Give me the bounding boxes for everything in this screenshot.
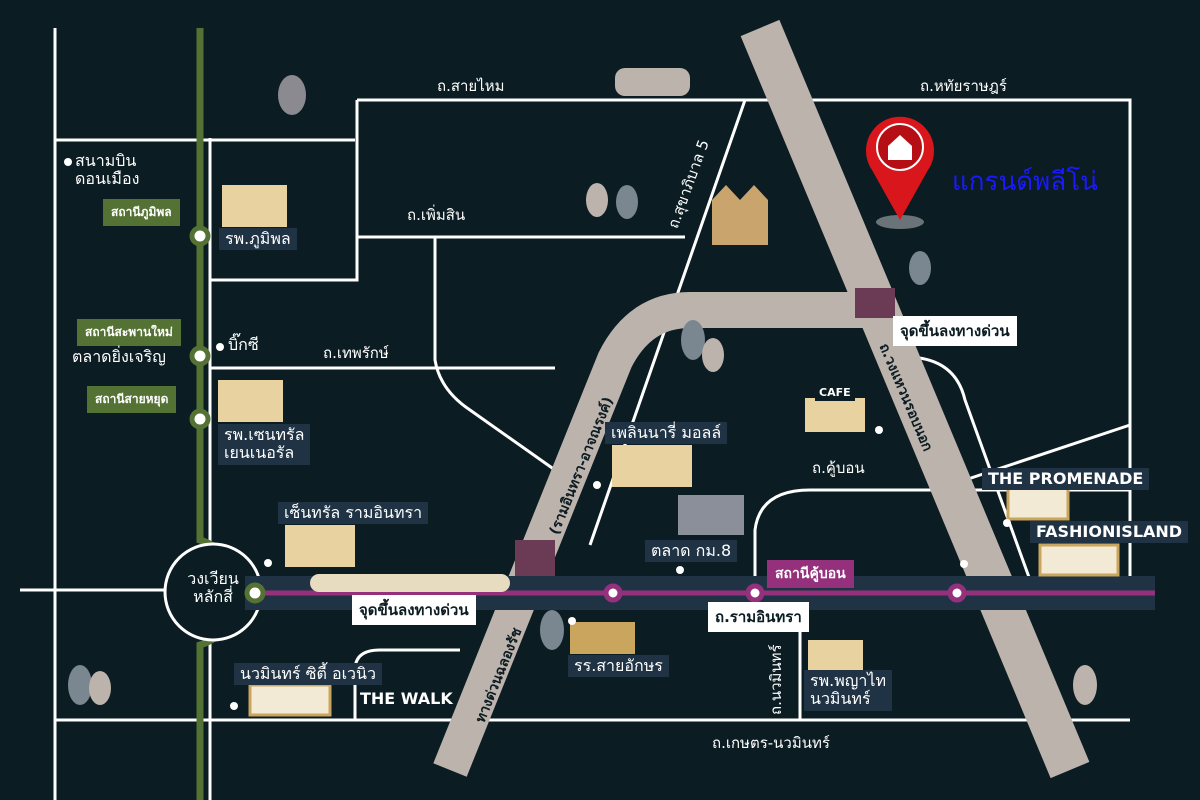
station-saphan-mai: สถานีสะพานใหม่ <box>77 319 181 346</box>
road-label-khubon: ถ.คู้บอน <box>812 459 865 477</box>
place-dot <box>1003 519 1011 527</box>
central-hospital-line2: เยนเนอรัล <box>224 443 295 463</box>
phraya-line2: นวมินทร์ <box>810 689 871 709</box>
place-dot <box>568 617 576 625</box>
roundabout-line2: หลักสี่ <box>193 587 233 607</box>
hospital-icon <box>808 640 863 670</box>
mall-icon <box>1006 483 1070 521</box>
place-central-hospital: รพ.เซนทรัลเยนเนอรัล <box>218 424 311 465</box>
place-dot <box>676 566 684 574</box>
place-promenade: THE PROMENADE <box>982 468 1150 491</box>
station-bhumibol: สถานีภูมิพล <box>103 199 180 226</box>
station-sai-yut: สถานีสายหยุด <box>87 386 177 413</box>
place-dot <box>593 481 601 489</box>
green-stations <box>189 225 266 604</box>
place-roundabout: วงเวียนหลักสี่ <box>175 569 251 607</box>
minor-roads <box>20 28 1132 800</box>
place-dot <box>64 158 72 166</box>
hospital-icon <box>218 380 283 422</box>
toll-gate-icon <box>855 288 895 318</box>
place-phraya-thai: รพ.พญาไทนวมินทร์ <box>804 670 892 711</box>
mall-icon <box>248 683 332 717</box>
project-location-pin-icon <box>866 116 935 229</box>
place-dot <box>960 560 968 568</box>
road-label-thepharak: ถ.เทพรักษ์ <box>323 344 389 362</box>
place-dot <box>264 559 272 567</box>
place-central-ramintra: เซ็นทรัล รามอินทรา <box>278 502 429 525</box>
place-bigc: บิ๊กซี <box>228 335 259 354</box>
road-label-kaset-nawamin: ถ.เกษตร-นวมินทร์ <box>712 734 830 752</box>
place-expressway-exit: จุดขึ้นลงทางด่วน <box>352 595 476 625</box>
mall-icon <box>612 445 692 487</box>
hospital-icon <box>222 185 287 227</box>
place-dot <box>216 343 224 351</box>
toll-gate-icon <box>515 540 555 576</box>
place-the-walk: THE WALK <box>360 689 453 708</box>
road-label-ramintra: ถ.รามอินทรา <box>708 602 809 632</box>
central-hospital-line1: รพ.เซนทรัล <box>224 425 305 444</box>
cafe-icon <box>805 398 865 432</box>
place-sai-aksorn: รร.สายอักษร <box>568 655 669 678</box>
mall-icon <box>1038 543 1120 577</box>
place-market-km8: ตลาด กม.8 <box>645 540 738 563</box>
place-cafe: CAFE <box>815 386 855 401</box>
road-label-phermsin: ถ.เพิ่มสิน <box>407 206 466 224</box>
market-cart-icon <box>678 495 744 535</box>
project-name: แกรนด์พลีโน่ <box>952 167 1098 197</box>
road-label-haruthai: ถ.หทัยราษฎร์ <box>920 77 1007 95</box>
train-icon <box>310 574 510 592</box>
place-airport: สนามบิน ดอนเมือง <box>75 151 140 189</box>
place-ying-charoen: ตลาดยิ่งเจริญ <box>72 347 166 366</box>
school-icon <box>570 622 635 654</box>
ring-road <box>740 19 1090 779</box>
tree-icons <box>68 75 1097 705</box>
phraya-line1: รพ.พญาไท <box>810 671 886 690</box>
place-fashion-island: FASHIONISLAND <box>1030 521 1189 544</box>
road-label-nawamin: ถ.นวมินทร์ <box>767 644 785 715</box>
road-label-sai-mai: ถ.สายไหม <box>437 77 505 95</box>
place-dot <box>875 426 883 434</box>
pink-stations <box>603 583 967 603</box>
landmark-icon <box>712 185 768 245</box>
car-icon <box>615 68 690 96</box>
place-dot <box>230 702 238 710</box>
roundabout-line1: วงเวียน <box>187 569 239 588</box>
station-khubon: สถานีคู้บอน <box>767 560 854 588</box>
place-nawamin-city: นวมินทร์ ซิตี้ อเวนิว <box>234 663 382 686</box>
chalong-rat-expressway <box>433 292 870 777</box>
place-plernnari: เพลินนารี่ มอลล์ <box>605 422 728 445</box>
place-expressway-exit-2: จุดขึ้นลงทางด่วน <box>893 316 1017 346</box>
place-bhumibol-hospital: รพ.ภูมิพล <box>219 228 297 251</box>
mall-icon <box>285 525 355 567</box>
